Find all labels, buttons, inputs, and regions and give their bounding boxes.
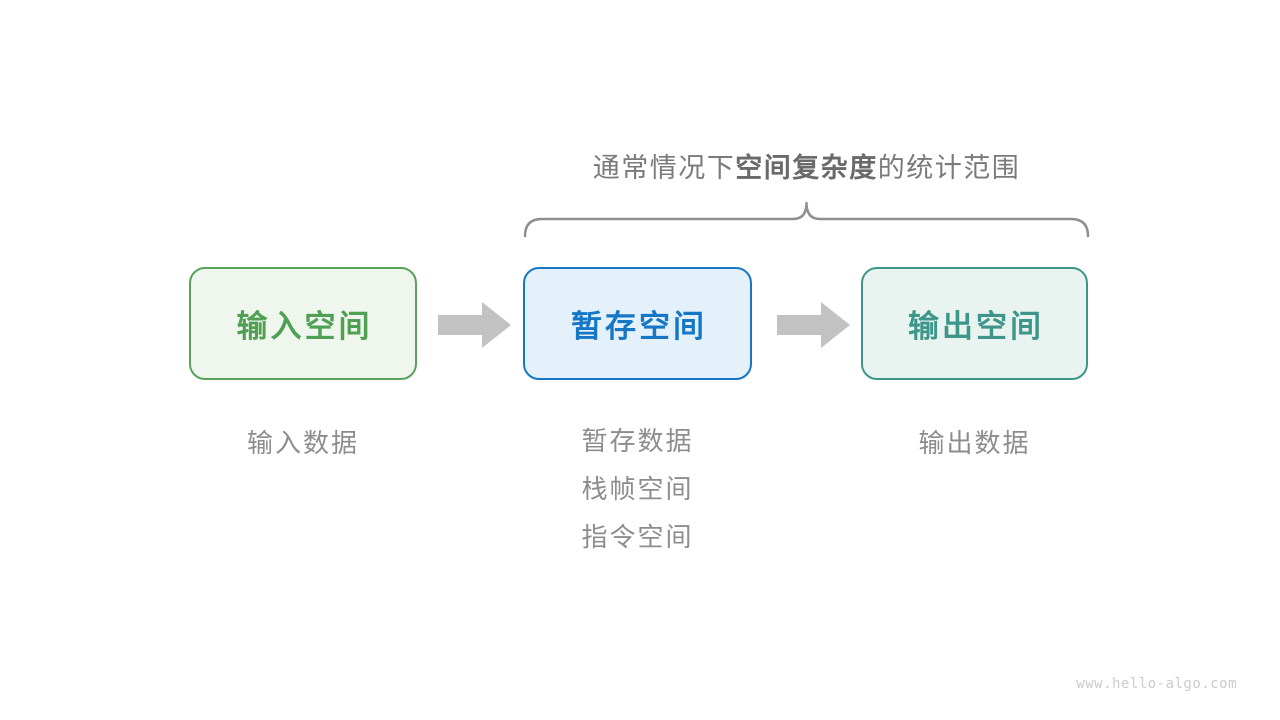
box-output-space: 输出空间 — [861, 267, 1088, 380]
arrow-right-icon — [438, 302, 511, 348]
label-stack-frame-space: 栈帧空间 — [581, 474, 694, 504]
box-output-space-label: 输出空间 — [908, 309, 1044, 344]
title-bold-term: 空间复杂度 — [735, 153, 878, 183]
diagram-title: 通常情况下空间复杂度的统计范围 — [523, 146, 1090, 185]
label-instruction-space: 指令空间 — [581, 522, 694, 552]
title-suffix: 的统计范围 — [877, 153, 1021, 183]
label-input-data: 输入数据 — [246, 428, 359, 458]
arrow-right-shape — [438, 302, 511, 348]
curly-brace-path — [523, 201, 1090, 238]
title-prefix: 通常情况下 — [592, 153, 736, 183]
box-temp-space: 暂存空间 — [523, 267, 752, 380]
box-temp-space-label: 暂存空间 — [571, 309, 707, 344]
box-input-space-label: 输入空间 — [236, 309, 373, 344]
box-input-space: 输入空间 — [189, 267, 417, 380]
site-watermark: www.hello-algo.com — [1076, 676, 1237, 692]
curly-brace — [523, 201, 1090, 238]
arrow-right-icon — [777, 302, 850, 348]
label-output-data: 输出数据 — [918, 428, 1031, 458]
label-temp-data: 暂存数据 — [581, 426, 694, 456]
arrow-right-shape — [777, 302, 850, 348]
